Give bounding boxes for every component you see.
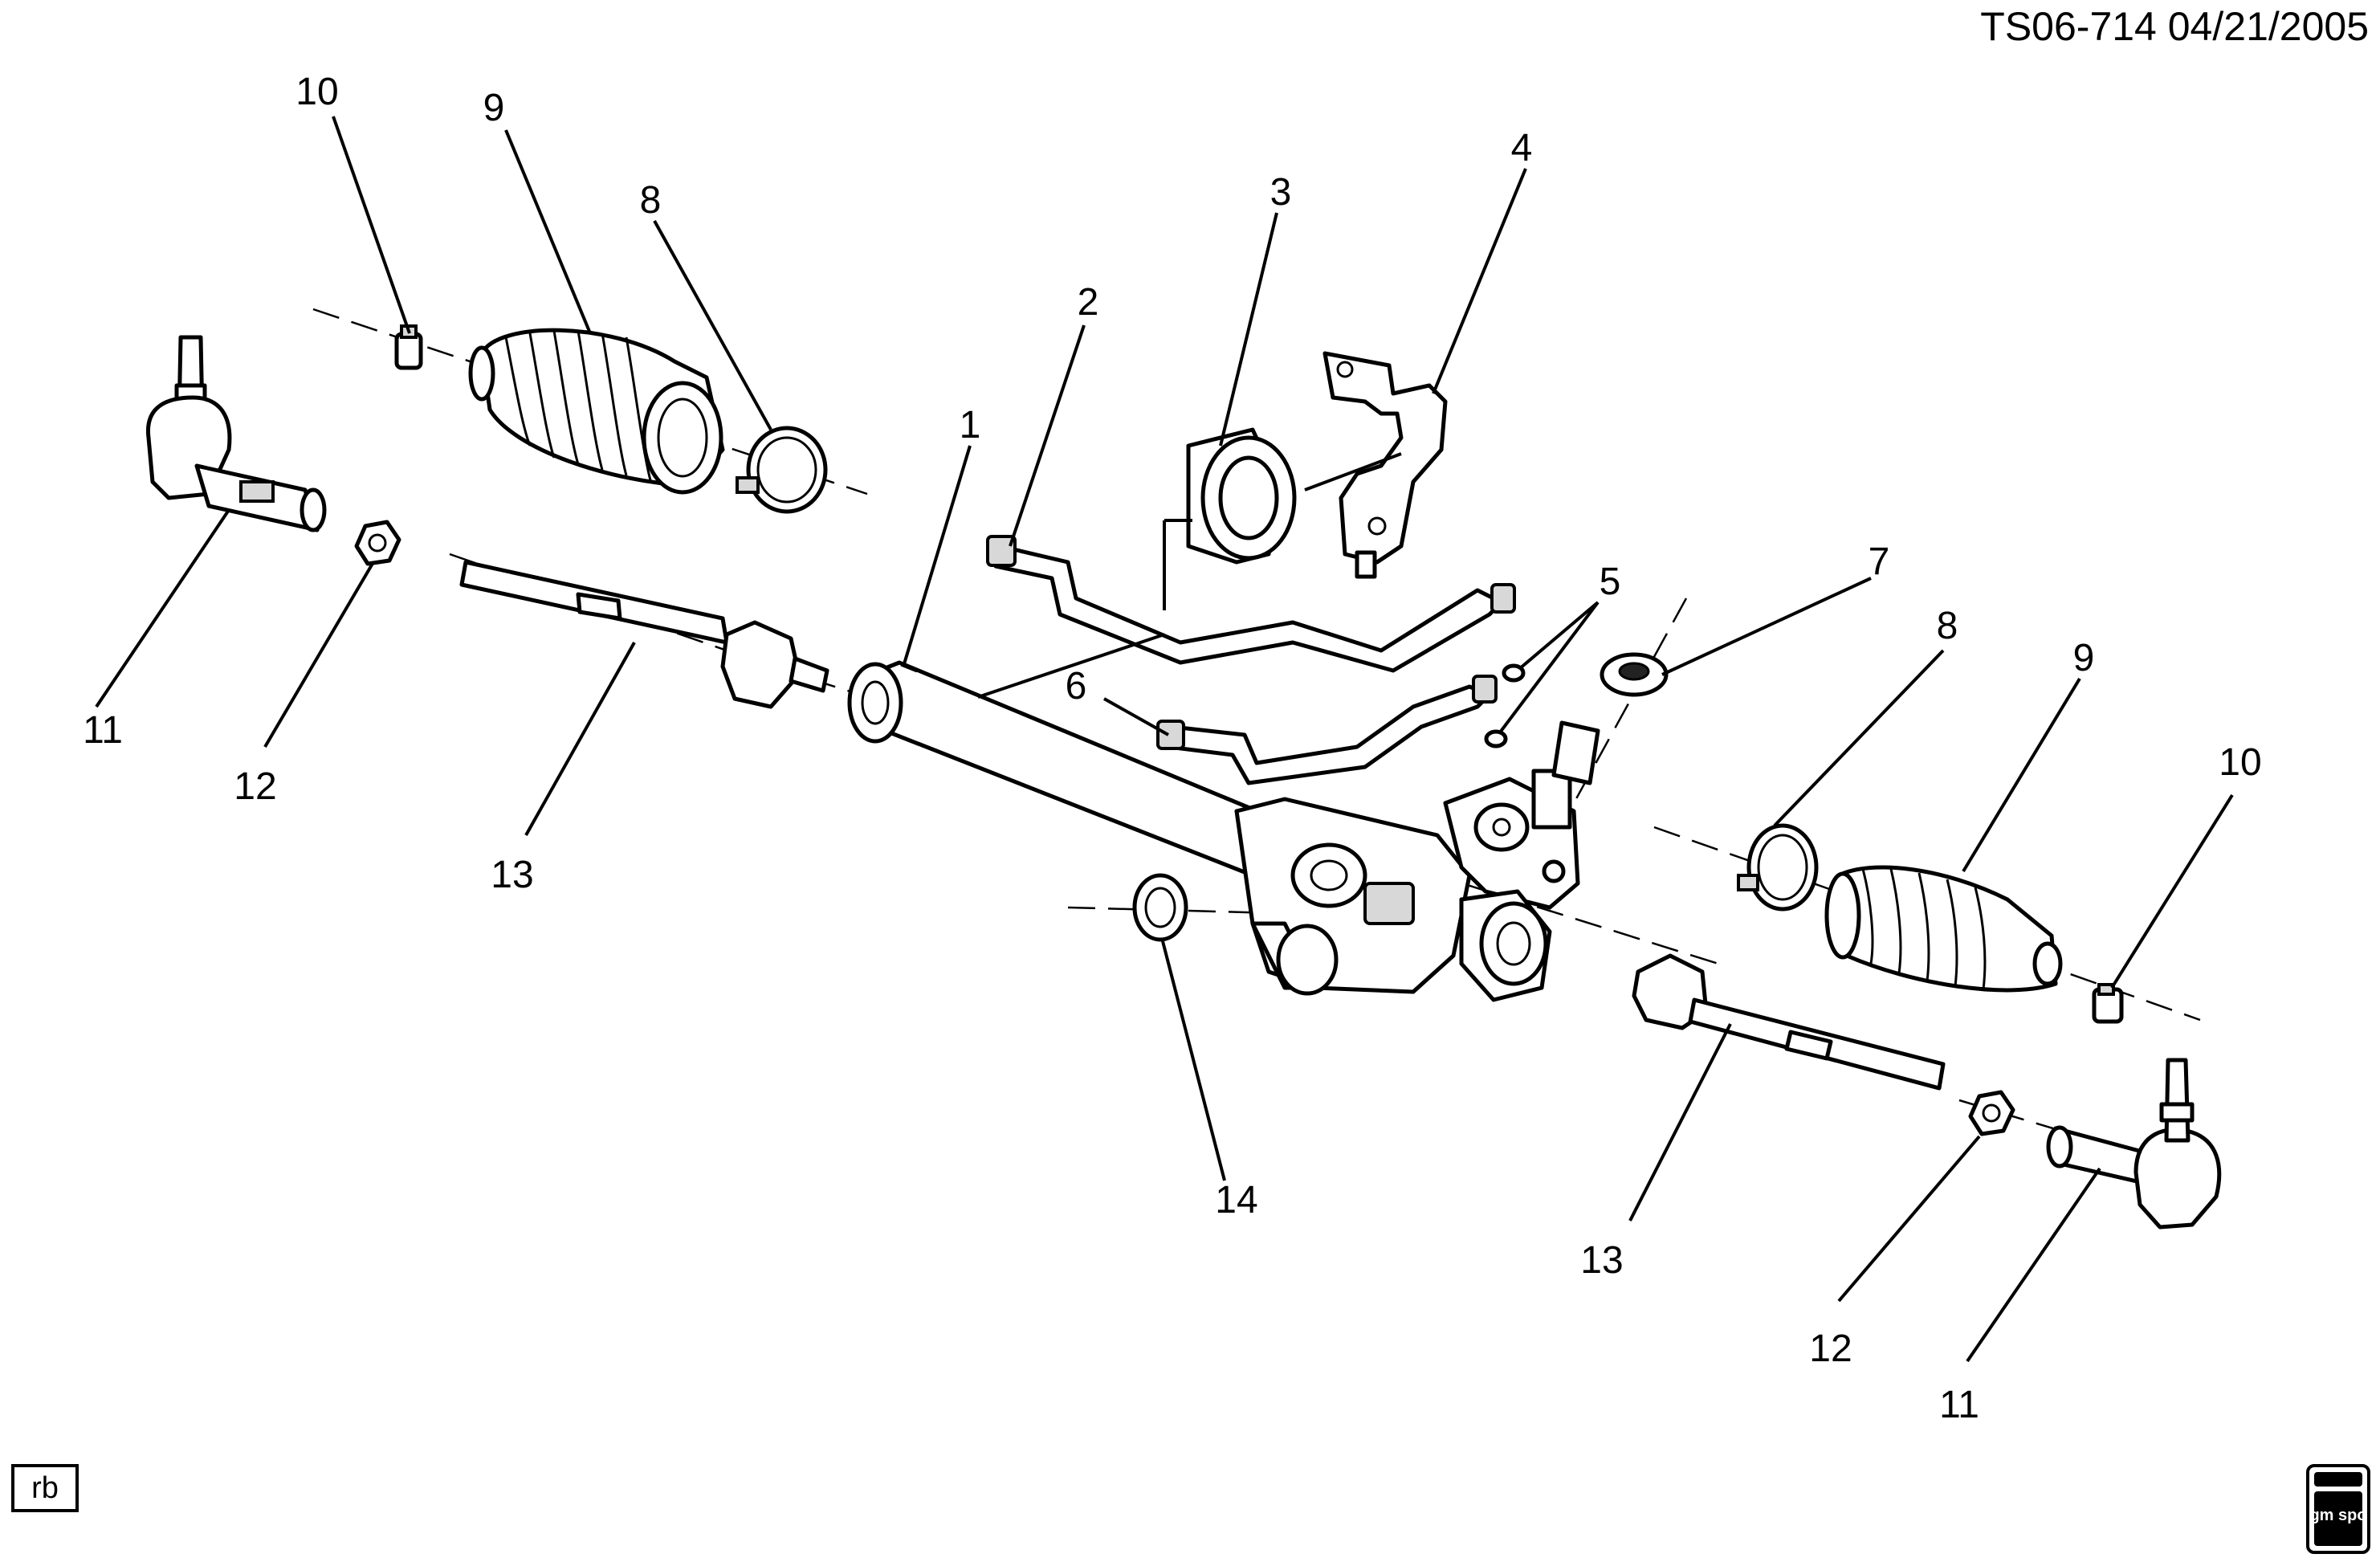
callout-2: 2 [1078, 281, 1099, 324]
callout-12-right: 12 [1809, 1328, 1852, 1370]
initials-box: rb [11, 1464, 79, 1512]
seal-ring [1132, 873, 1188, 942]
gm-spo-logo: gm spo [2306, 1464, 2370, 1554]
clamp-inner-left [394, 324, 423, 370]
insulator [1186, 427, 1297, 565]
clamp-outer-right [1737, 823, 1819, 912]
tie-rod-inner-left [459, 560, 829, 709]
callout-6: 6 [1066, 665, 1087, 708]
callout-1: 1 [960, 404, 981, 447]
clamp-inner-right [2092, 983, 2124, 1024]
callout-5: 5 [1600, 561, 1621, 603]
nut-jam-left [354, 520, 401, 566]
callout-9-left: 9 [483, 87, 505, 129]
callout-13-left: 13 [491, 854, 533, 896]
nut-jam-right [1968, 1090, 2015, 1136]
hose-return [1156, 675, 1498, 785]
leader-lines [95, 116, 2234, 1363]
callout-7: 7 [1869, 540, 1890, 583]
callout-8-right: 8 [1937, 605, 1958, 647]
clamp-outer-left [736, 426, 828, 514]
seal [1600, 652, 1669, 697]
bracket [1322, 351, 1448, 579]
callout-8-left: 8 [640, 179, 662, 222]
o-ring-seals [1484, 663, 1526, 748]
steering-gear-rack-housing [847, 660, 1600, 1002]
callout-11-right: 11 [1939, 1384, 1979, 1426]
boot-left [468, 328, 725, 495]
tie-rod-inner-right [1632, 953, 1946, 1091]
callout-11-left: 11 [83, 709, 123, 752]
callout-13-right: 13 [1580, 1239, 1623, 1282]
diagram-code-date: TS06-714 04/21/2005 [1980, 4, 2369, 49]
callout-10-left: 10 [295, 71, 338, 113]
initials-text: rb [31, 1471, 59, 1505]
callout-9-right: 9 [2073, 637, 2095, 679]
tie-rod-end-outer-right [2046, 1058, 2222, 1230]
callout-14: 14 [1215, 1179, 1257, 1222]
callout-12-left: 12 [234, 765, 276, 808]
callout-10-right: 10 [2219, 741, 2261, 784]
callout-4: 4 [1511, 127, 1533, 169]
tie-rod-end-outer-left [145, 335, 327, 532]
hose-pressure [986, 535, 1516, 673]
boot-right [1824, 865, 2063, 993]
logo-text: gm spo [2309, 1507, 2366, 1524]
callout-3: 3 [1270, 171, 1292, 214]
